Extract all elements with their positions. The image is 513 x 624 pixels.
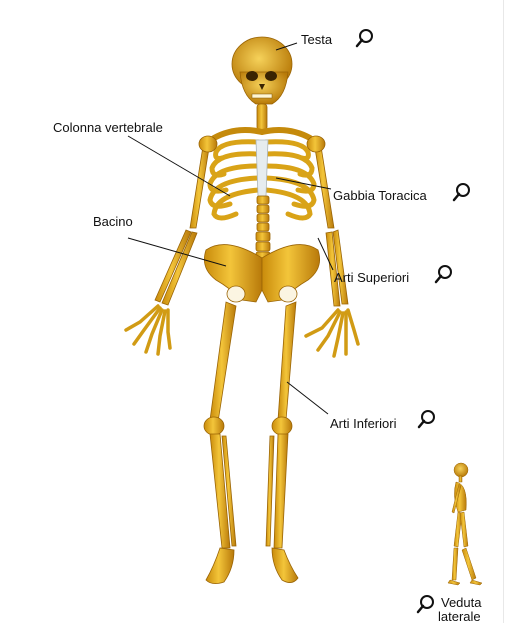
hand-right bbox=[306, 310, 358, 356]
clavicle-left bbox=[214, 130, 262, 138]
foot-right bbox=[272, 548, 298, 583]
shoulder-left bbox=[199, 136, 217, 152]
label-arti-inferiori: Arti Inferiori bbox=[330, 417, 396, 431]
fibula-right bbox=[266, 436, 274, 546]
foot-left bbox=[206, 548, 234, 584]
label-bacino: Bacino bbox=[93, 215, 133, 229]
label-gabbia-toracica: Gabbia Toracica bbox=[333, 189, 427, 203]
label-testa: Testa bbox=[301, 33, 332, 47]
leader-arti-inferiori bbox=[287, 382, 328, 414]
label-arti-superiori: Arti Superiori bbox=[334, 271, 409, 285]
leader-lines bbox=[128, 43, 333, 414]
hand-left bbox=[126, 306, 170, 354]
neck-vertebrae bbox=[257, 104, 267, 130]
lateral-view-skeleton[interactable] bbox=[448, 463, 482, 585]
spine bbox=[256, 196, 270, 261]
femur-left bbox=[210, 302, 236, 422]
humerus-left bbox=[190, 140, 210, 228]
skeleton-main bbox=[126, 37, 358, 584]
label-colonna-vertebrale: Colonna vertebrale bbox=[53, 121, 163, 135]
knee-right bbox=[272, 417, 292, 435]
humerus-right bbox=[314, 140, 334, 228]
magnifier-icon[interactable] bbox=[451, 181, 473, 203]
sternum bbox=[256, 140, 268, 196]
skull bbox=[232, 37, 292, 104]
label-veduta: Veduta bbox=[441, 596, 482, 610]
clavicle-right bbox=[262, 130, 310, 138]
magnifier-icon[interactable] bbox=[415, 593, 437, 615]
tibia-right bbox=[274, 434, 288, 548]
magnifier-icon[interactable] bbox=[354, 27, 376, 49]
ulna-left bbox=[162, 232, 197, 305]
label-laterale: laterale bbox=[438, 610, 481, 624]
knee-left bbox=[204, 417, 224, 435]
magnifier-icon[interactable] bbox=[416, 408, 438, 430]
femur-right bbox=[278, 302, 296, 420]
shoulder-right bbox=[307, 136, 325, 152]
magnifier-icon[interactable] bbox=[433, 263, 455, 285]
